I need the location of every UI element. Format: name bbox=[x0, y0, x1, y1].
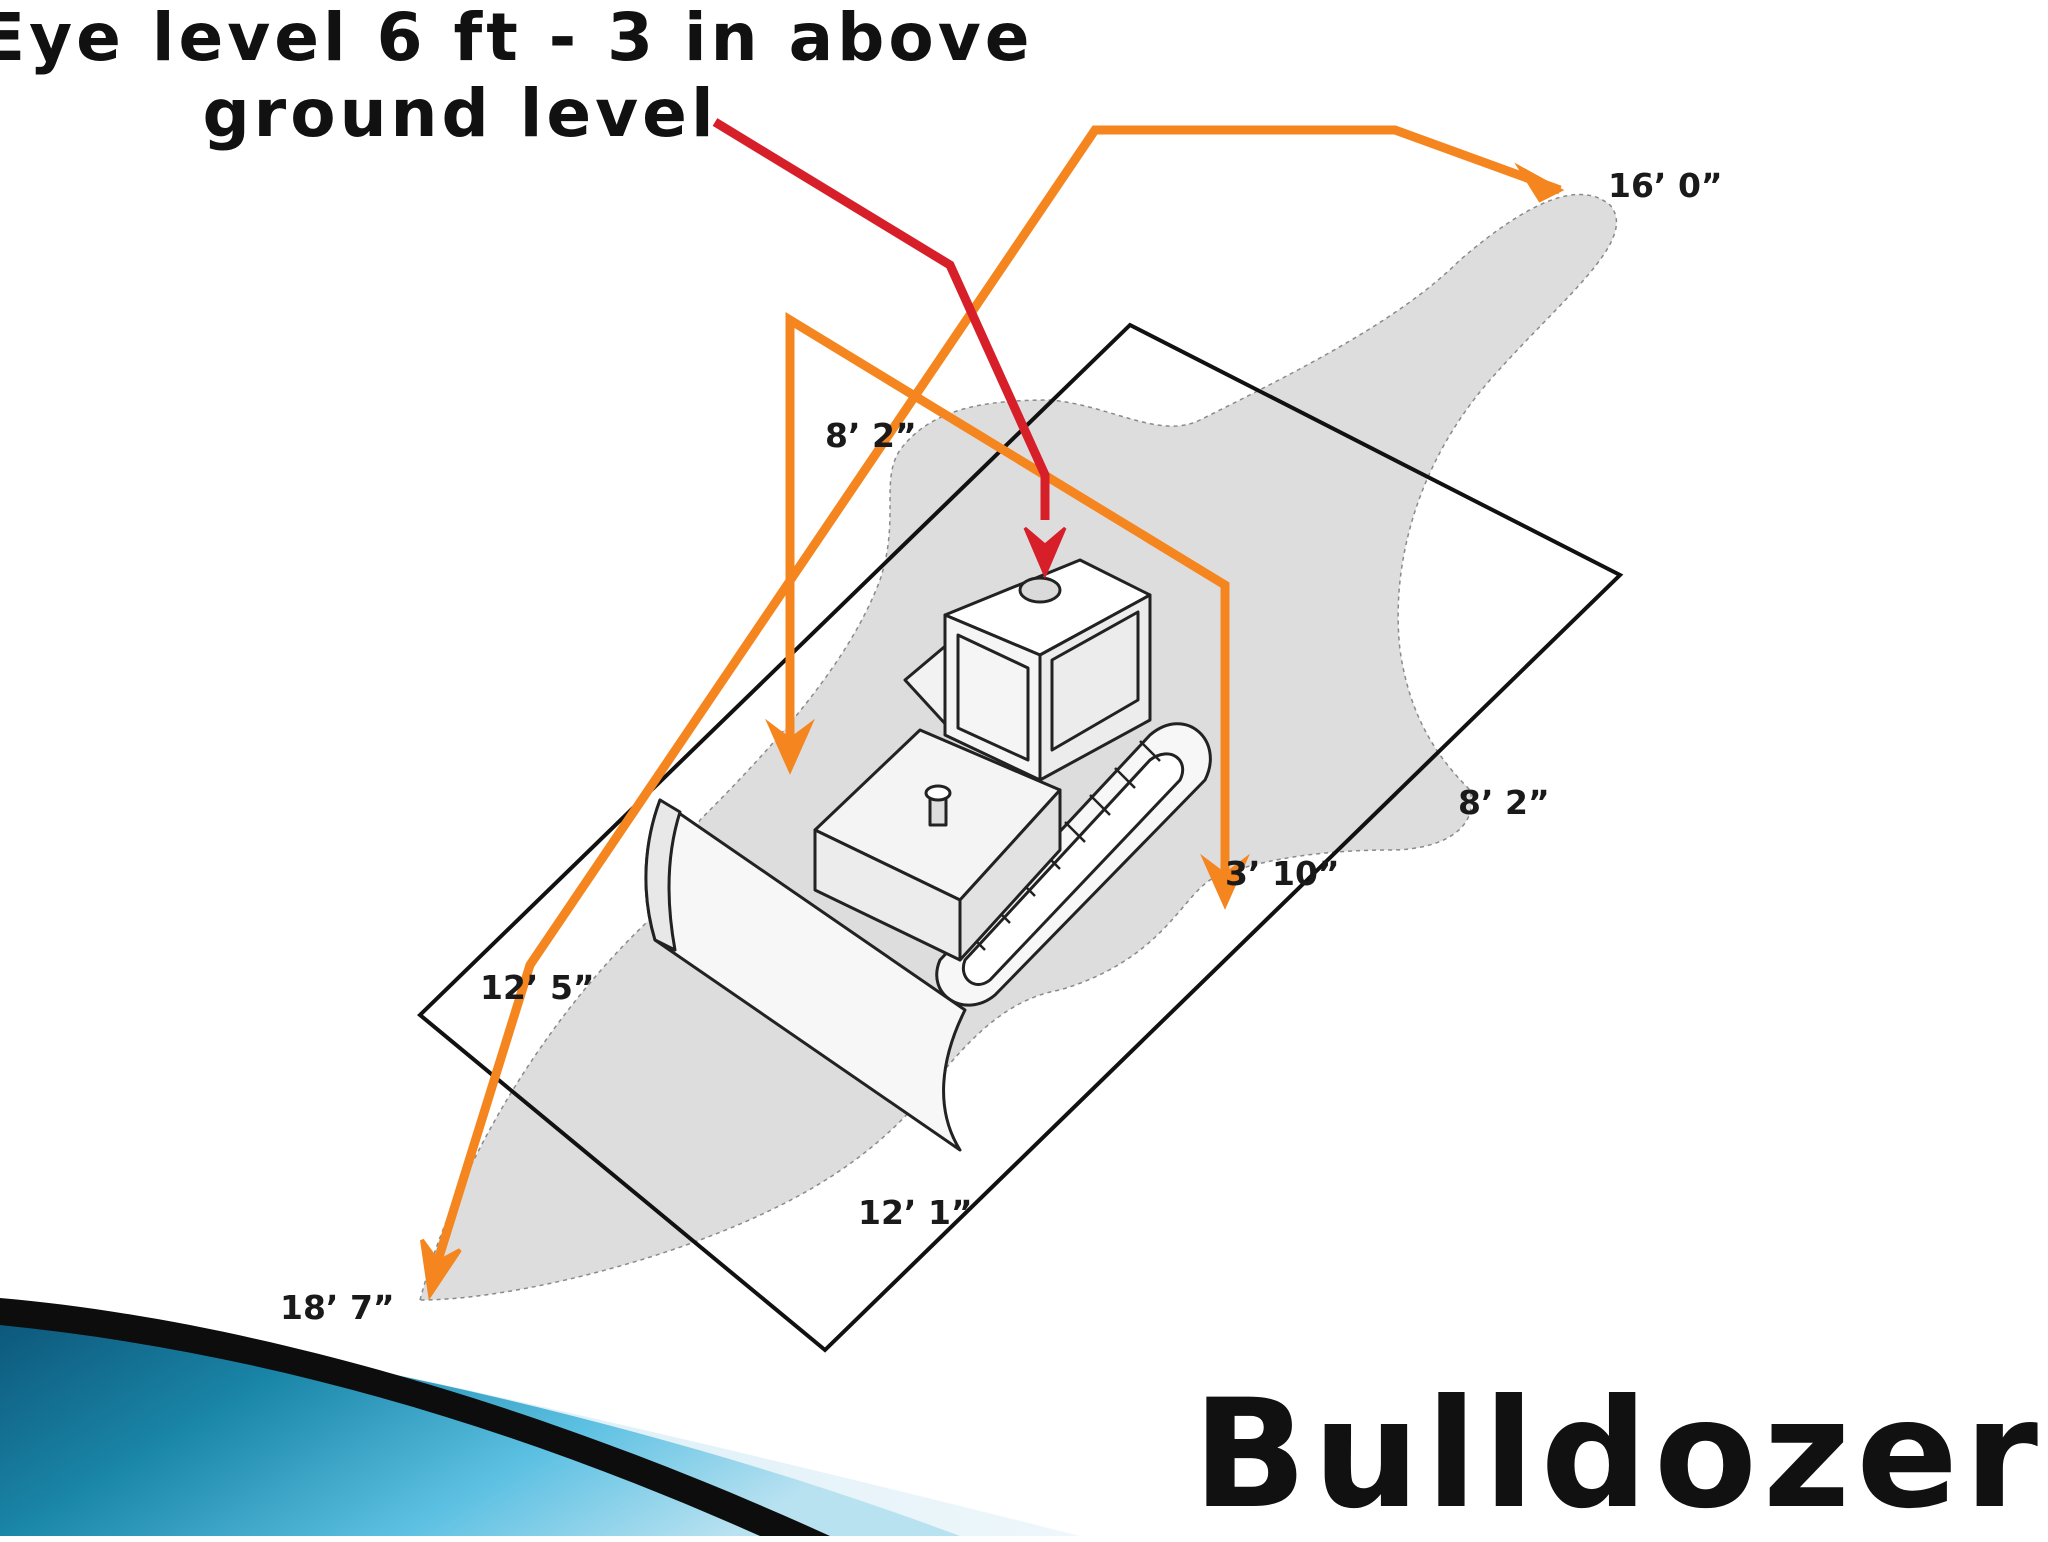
arrowhead-icon bbox=[1200, 853, 1250, 910]
sight-line-16ft-18ft bbox=[430, 125, 1562, 1272]
dimension-label-bottom-left: 18’ 7” bbox=[280, 1288, 395, 1327]
decorative-ribbon bbox=[0, 1298, 1080, 1536]
dimension-label-upper-left: 8’ 2” bbox=[825, 416, 917, 455]
arrowhead-icons bbox=[420, 162, 1565, 1301]
bulldozer-illustration bbox=[644, 558, 1212, 1152]
eye-level-marker bbox=[1018, 576, 1062, 604]
dimension-label-bottom-front: 12’ 1” bbox=[858, 1193, 973, 1232]
arrowhead-icon bbox=[1514, 162, 1565, 203]
dimension-label-left-inner: 12’ 5” bbox=[480, 968, 595, 1007]
arrowhead-icon bbox=[1023, 526, 1067, 579]
eye-level-caption: Eye level 6 ft - 3 in above ground level bbox=[0, 0, 1034, 152]
arrowhead-icon bbox=[420, 1238, 462, 1301]
dimension-label-top-right: 16’ 0” bbox=[1608, 166, 1723, 205]
dimension-label-right-inner: 3’ 10” bbox=[1225, 854, 1340, 893]
sight-line-8ft-left bbox=[785, 311, 1230, 880]
slide-title: Bulldozer bbox=[1192, 1368, 2044, 1542]
eye-level-caption-line2: ground level bbox=[202, 75, 718, 152]
arrowhead-icon bbox=[765, 718, 815, 775]
sight-lines bbox=[430, 125, 1562, 1272]
eye-level-caption-line1: Eye level 6 ft - 3 in above bbox=[0, 0, 1034, 76]
dimension-label-right: 8’ 2” bbox=[1458, 783, 1550, 822]
eye-level-pointer bbox=[712, 118, 1067, 579]
